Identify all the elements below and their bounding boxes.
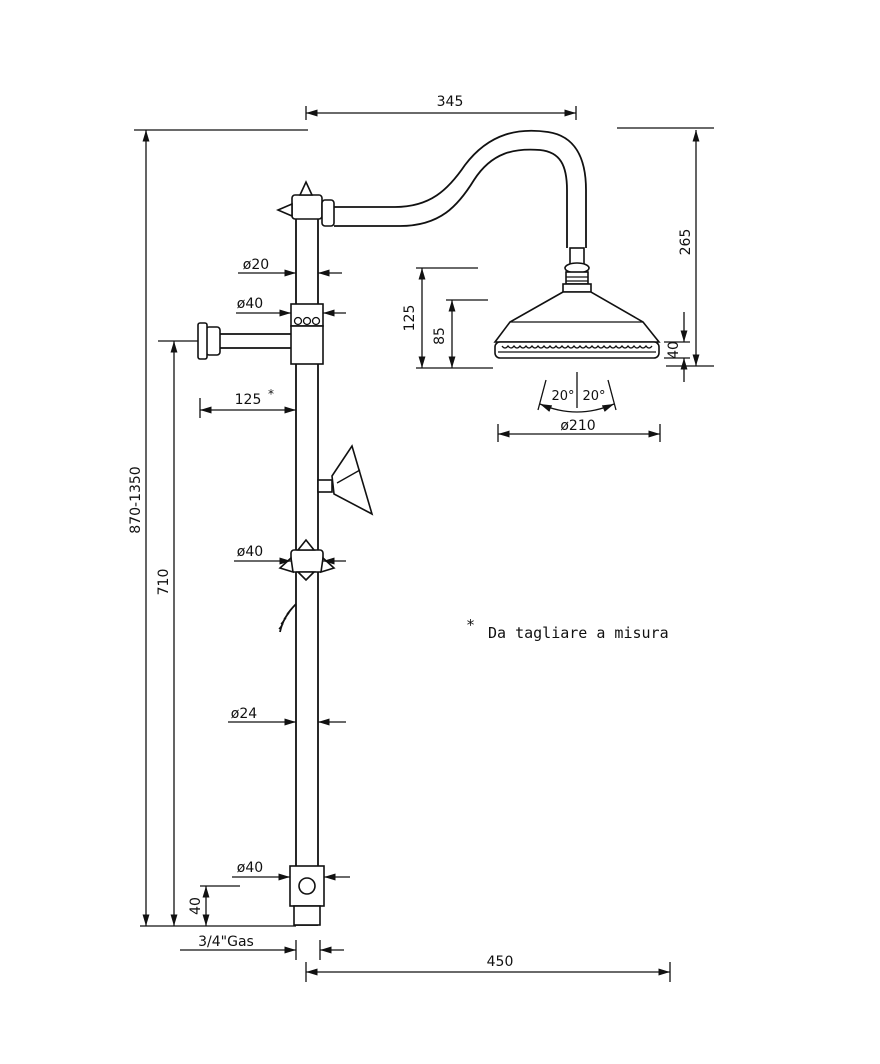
dim-total-height: 870-1350: [128, 466, 144, 533]
arm-bottom-edge: [334, 148, 568, 248]
diverter-handle-left: [275, 202, 293, 218]
dim-arm-length: 125: [235, 392, 262, 408]
dim-head-drop: 265: [678, 229, 694, 256]
head-nut: [565, 271, 589, 285]
dim-base-height: 40: [188, 897, 204, 915]
arm-nut: [321, 199, 335, 227]
dim-wall-distance: 450: [487, 954, 514, 970]
dim-pipe-diameter: ø24: [231, 706, 257, 722]
dim-slider-diameter-top: ø40: [237, 296, 263, 312]
top-diverter: [291, 194, 323, 220]
slider-knob-right: [320, 556, 336, 574]
slider-knob-top: [296, 538, 316, 551]
hand-shower-holder: [317, 479, 333, 493]
dim-slider-diameter-mid: ø40: [237, 544, 263, 560]
slider-knob-bottom: [296, 571, 316, 582]
top-slider: [290, 303, 324, 327]
dim-thread: 3/4"Gas: [198, 934, 254, 950]
dim-column-height: 710: [156, 569, 172, 596]
dimension-lines: [134, 106, 714, 982]
shower-column: [197, 129, 661, 926]
dim-arm-reach: 345: [437, 94, 464, 110]
dim-head-height-body: 85: [432, 327, 448, 345]
slider-knob-left: [278, 556, 294, 574]
dim-head-rim: 40: [666, 341, 682, 359]
dim-arm-length-mark: *: [268, 387, 274, 401]
arm-top-edge: [334, 129, 587, 248]
thread-fitting: [293, 905, 321, 926]
cut-to-size-note: * Da tagliare a misura: [466, 616, 669, 642]
dim-head-height-total: 125: [402, 305, 418, 332]
wall-flange: [205, 326, 221, 356]
note-text: Da tagliare a misura: [488, 624, 669, 642]
hose: [279, 603, 297, 633]
wall-plate: [197, 322, 208, 360]
head-joint: [562, 283, 592, 293]
diverter-handle-top: [298, 180, 314, 196]
dim-slider-diameter-bottom: ø40: [237, 860, 263, 876]
dim-upper-pipe-diameter: ø20: [243, 257, 269, 273]
dimension-labels: 345 265 125 85 40 20° 20° ø210 ø20 ø40 1…: [128, 94, 694, 970]
dim-head-diameter: ø210: [560, 418, 595, 434]
middle-slider: [290, 549, 324, 573]
wall-bracket-block: [290, 325, 324, 365]
shower-head-body: [493, 291, 661, 343]
hand-shower-head: [331, 444, 374, 516]
dim-spray-angle-right: 20°: [582, 389, 605, 404]
dim-spray-angle-left: 20°: [551, 389, 574, 404]
shower-head-rim: [494, 341, 660, 359]
note-symbol: *: [466, 616, 475, 634]
inlet-screw: [298, 877, 316, 895]
